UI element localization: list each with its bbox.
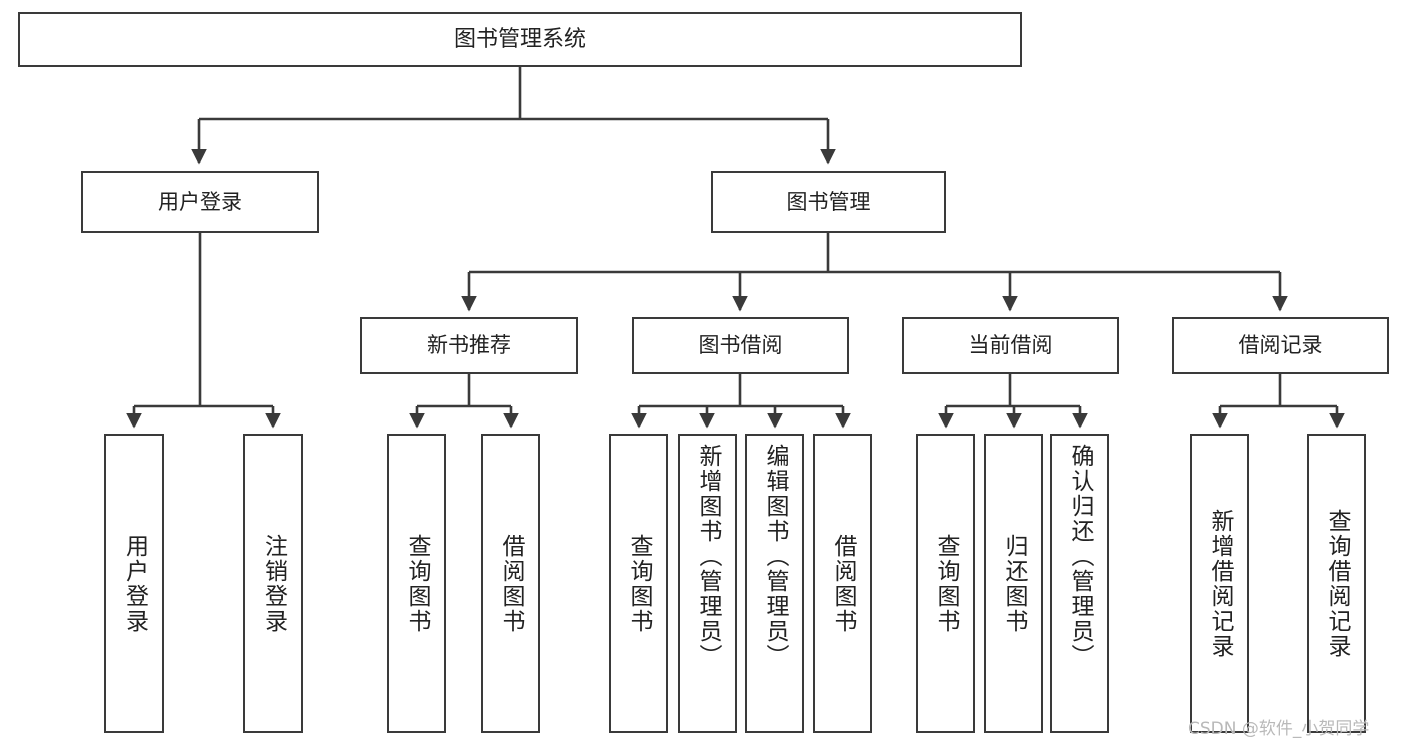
node-label: 新书推荐 [427,333,511,358]
leaf-edit-book-admin[interactable]: 编辑图书（管理员） [745,434,804,733]
leaf-query-borrow-record[interactable]: 查询借阅记录 [1307,434,1366,733]
node-label: 查询图书 [933,533,959,634]
leaf-logout[interactable]: 注销登录 [243,434,303,733]
node-book-borrow[interactable]: 图书借阅 [632,317,849,374]
node-current-borrow[interactable]: 当前借阅 [902,317,1119,374]
leaf-borrow-book[interactable]: 借阅图书 [813,434,872,733]
node-label: 查询图书 [626,533,652,634]
node-label: 注销登录 [260,533,287,634]
leaf-add-book-admin[interactable]: 新增图书（管理员） [678,434,737,733]
node-user-login[interactable]: 用户登录 [81,171,319,233]
leaf-return-book[interactable]: 归还图书 [984,434,1043,733]
node-label: 图书管理 [786,189,871,214]
node-label: 确认归还（管理员） [1067,444,1093,669]
node-borrow-records[interactable]: 借阅记录 [1172,317,1389,374]
node-new-book-recommend[interactable]: 新书推荐 [360,317,578,374]
leaf-borrow-books-new[interactable]: 借阅图书 [481,434,540,733]
node-label: 图书管理系统 [453,26,586,52]
node-label: 借阅记录 [1238,333,1323,358]
leaf-query-books-current[interactable]: 查询图书 [916,434,975,733]
leaf-query-books-new[interactable]: 查询图书 [387,434,446,733]
node-book-management[interactable]: 图书管理 [711,171,946,233]
node-label: 归还图书 [1001,533,1027,634]
node-label: 查询借阅记录 [1324,508,1350,659]
leaf-query-books-borrow[interactable]: 查询图书 [609,434,668,733]
node-label: 查询图书 [404,533,430,634]
leaf-user-login[interactable]: 用户登录 [104,434,164,733]
node-label: 新增图书（管理员） [695,444,721,669]
node-label: 用户登录 [121,533,148,634]
node-label: 用户登录 [158,189,242,214]
watermark: CSDN @软件_小贺同学 [1188,719,1370,739]
node-label: 编辑图书（管理员） [762,444,788,669]
node-label: 新增借阅记录 [1207,508,1233,659]
node-label: 图书借阅 [698,333,783,358]
node-label: 借阅图书 [830,533,856,634]
leaf-confirm-return-admin[interactable]: 确认归还（管理员） [1050,434,1109,733]
node-root[interactable]: 图书管理系统 [18,12,1022,67]
node-label: 当前借阅 [968,333,1053,358]
leaf-add-borrow-record[interactable]: 新增借阅记录 [1190,434,1249,733]
node-label: 借阅图书 [498,533,524,634]
